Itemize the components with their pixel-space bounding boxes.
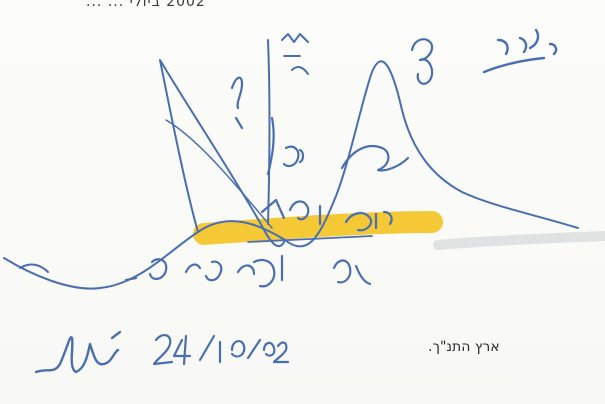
long-sweep-stroke: [3, 60, 579, 290]
word-on-highlight: [344, 210, 393, 232]
left-peak-stroke: [159, 59, 286, 248]
word-upper-left: [230, 76, 244, 130]
yellow-highlight-stroke: [193, 211, 443, 245]
top-printed-line: 2002 ביולי ... ...: [86, 0, 206, 10]
word-lower-right: [332, 259, 372, 286]
word-lower-mid: [252, 254, 284, 288]
word-center: [260, 198, 322, 226]
bottom-printed-line: ארץ התנ"ך.: [428, 339, 500, 355]
word-right-of-peak: [410, 38, 434, 85]
inner-line-stroke: [165, 119, 273, 229]
word-middle: [266, 116, 305, 176]
word-lower-left: [124, 258, 256, 282]
underline-stroke: [247, 235, 373, 243]
gray-marker-streak: [433, 231, 605, 250]
vertical-stroke: [267, 39, 271, 225]
signature-top-right: [482, 28, 558, 74]
squiggle-left: [19, 263, 49, 273]
handwritten-date: [152, 334, 290, 366]
signature-bottom: [34, 330, 122, 374]
word-mid-right: [340, 144, 410, 172]
word-top-mid: [281, 33, 309, 75]
